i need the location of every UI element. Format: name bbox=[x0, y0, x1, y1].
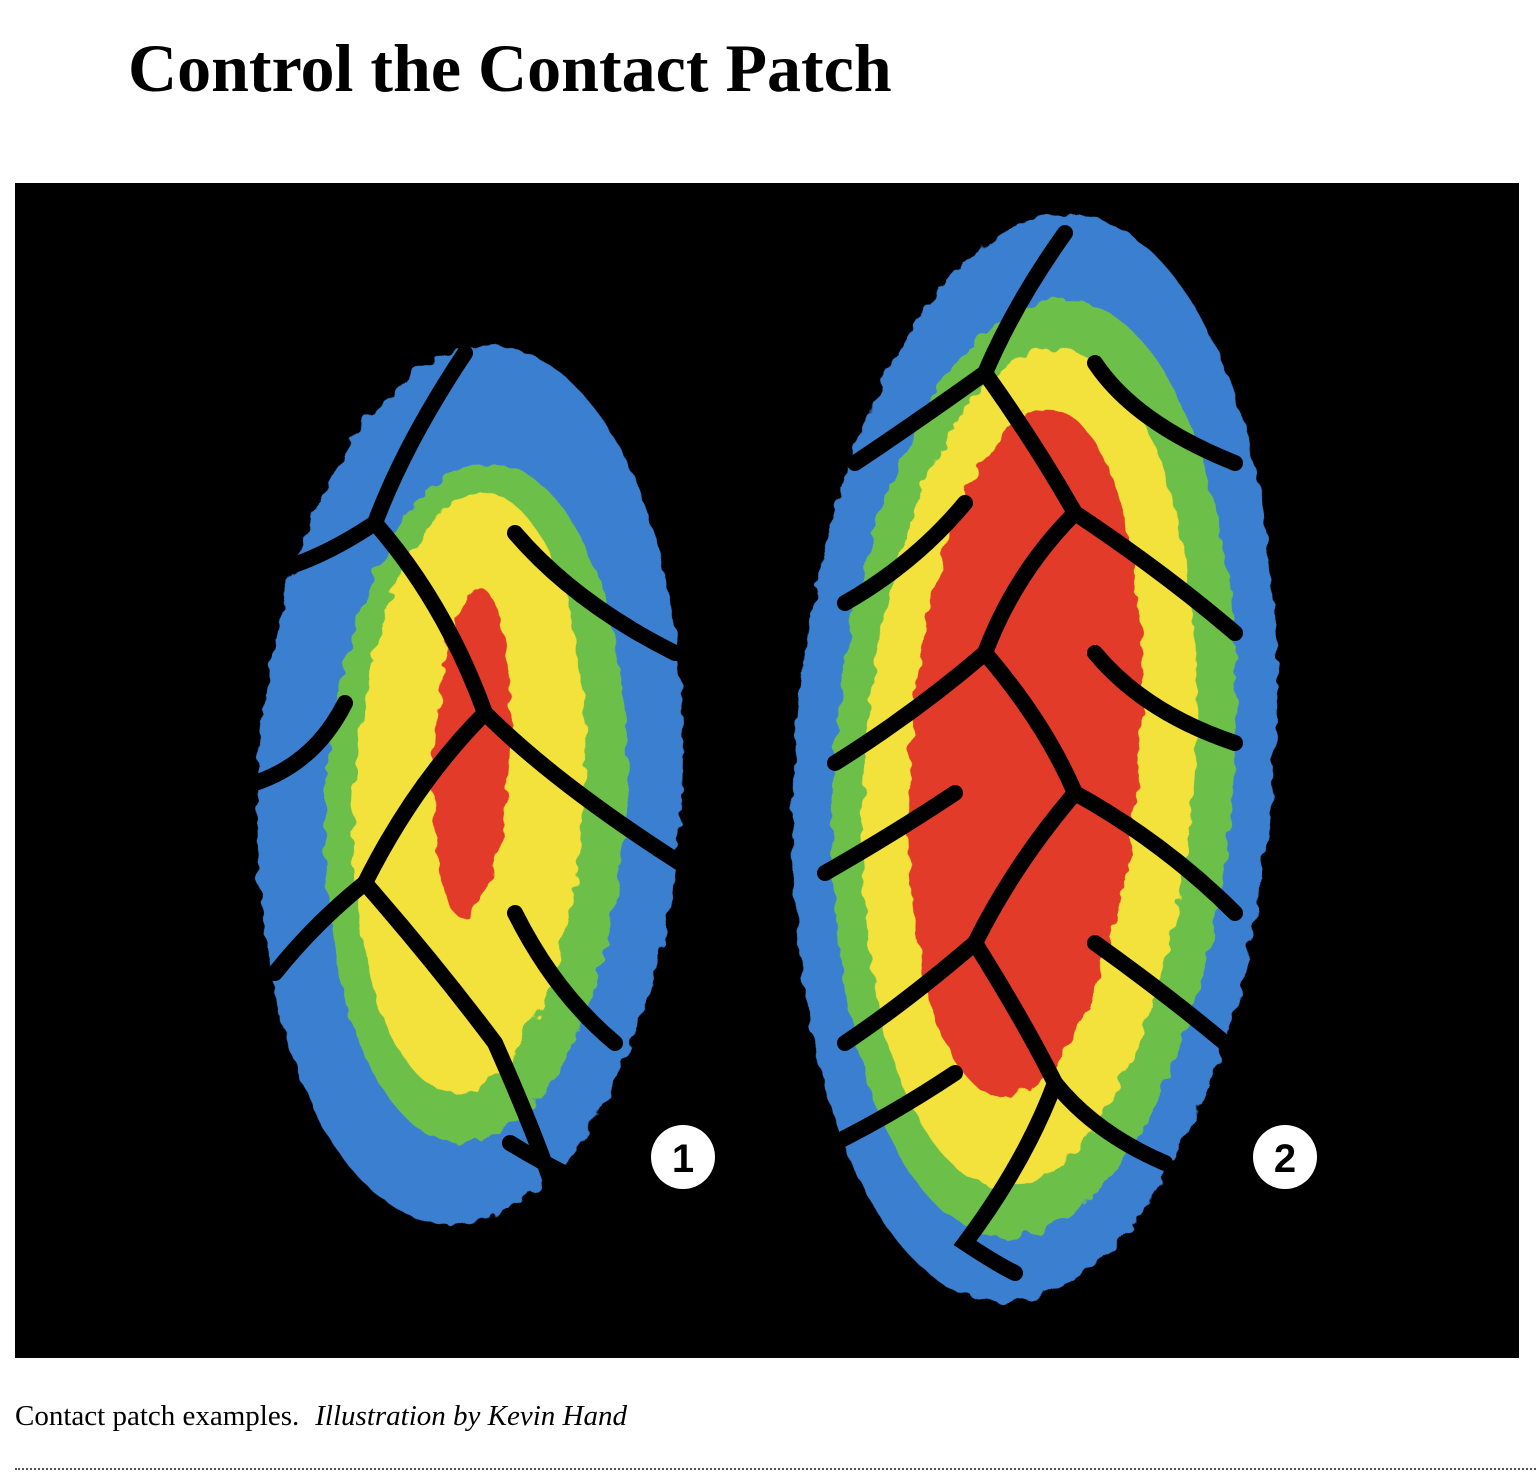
contact-patch-1 bbox=[257, 345, 683, 1225]
badge-1-label: 1 bbox=[672, 1137, 694, 1181]
badge-1: 1 bbox=[651, 1125, 715, 1189]
tread-grooves-2 bbox=[817, 225, 1243, 1281]
tread-grooves-1 bbox=[247, 345, 688, 1221]
caption-text: Contact patch examples. bbox=[15, 1400, 300, 1432]
caption-credit: Illustration by Kevin Hand bbox=[315, 1400, 627, 1432]
badge-2: 2 bbox=[1253, 1125, 1317, 1189]
badge-2-label: 2 bbox=[1274, 1137, 1296, 1181]
dotted-divider bbox=[15, 1468, 1536, 1470]
contact-patch-illustration: 1 2 bbox=[15, 183, 1519, 1358]
figure-caption: Contact patch examples. Illustration by K… bbox=[15, 1400, 627, 1433]
page-title: Control the Contact Patch bbox=[128, 30, 892, 106]
